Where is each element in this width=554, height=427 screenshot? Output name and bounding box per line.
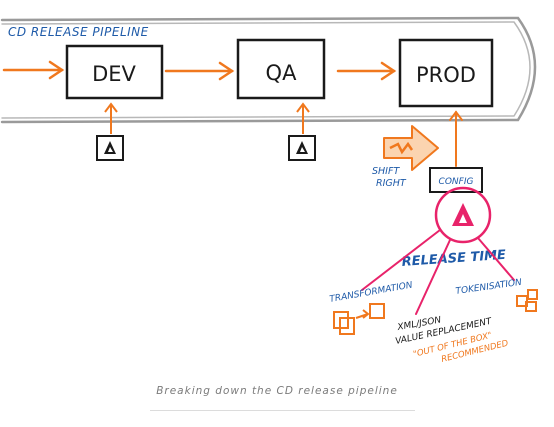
pipeline-outline [0, 16, 537, 124]
config-box [429, 167, 483, 193]
stage-box-qa [236, 38, 326, 100]
tokenization-label: TOKENISATION [455, 278, 523, 297]
caption-divider [150, 410, 415, 411]
stage-box-dev [65, 44, 164, 100]
arrow-into-dev [2, 60, 65, 80]
arrow-config-to-prod [449, 110, 463, 167]
release-tool-icon [452, 203, 474, 226]
stage-label-prod: PROD [416, 63, 476, 87]
transformation-icon [333, 303, 385, 335]
arrow-dev-to-qa [164, 61, 235, 81]
stage-box-prod [398, 38, 494, 108]
tokenization-icon [516, 289, 538, 312]
artifact-icon-qa [288, 102, 316, 161]
stage-label-dev: DEV [92, 62, 136, 86]
arrow-qa-to-prod [336, 61, 397, 81]
artifact-icon-dev [96, 102, 124, 161]
shift-right-label-line-2: RIGHT [376, 178, 407, 189]
release-time-connectors [361, 229, 515, 315]
pipeline-inner-outline [1, 21, 531, 119]
figure-caption: Breaking down the CD release pipeline [156, 385, 398, 397]
shift-right-label-line-1: SHIFT [372, 166, 400, 177]
shift-right-scribble [389, 141, 414, 155]
config-label: CONFIG [439, 177, 474, 187]
release-time-label: RELEASE TIME [401, 248, 506, 270]
stage-label-qa: QA [266, 61, 298, 85]
release-time-circle [434, 186, 492, 244]
pipeline-label: CD RELEASE PIPELINE [8, 25, 149, 39]
